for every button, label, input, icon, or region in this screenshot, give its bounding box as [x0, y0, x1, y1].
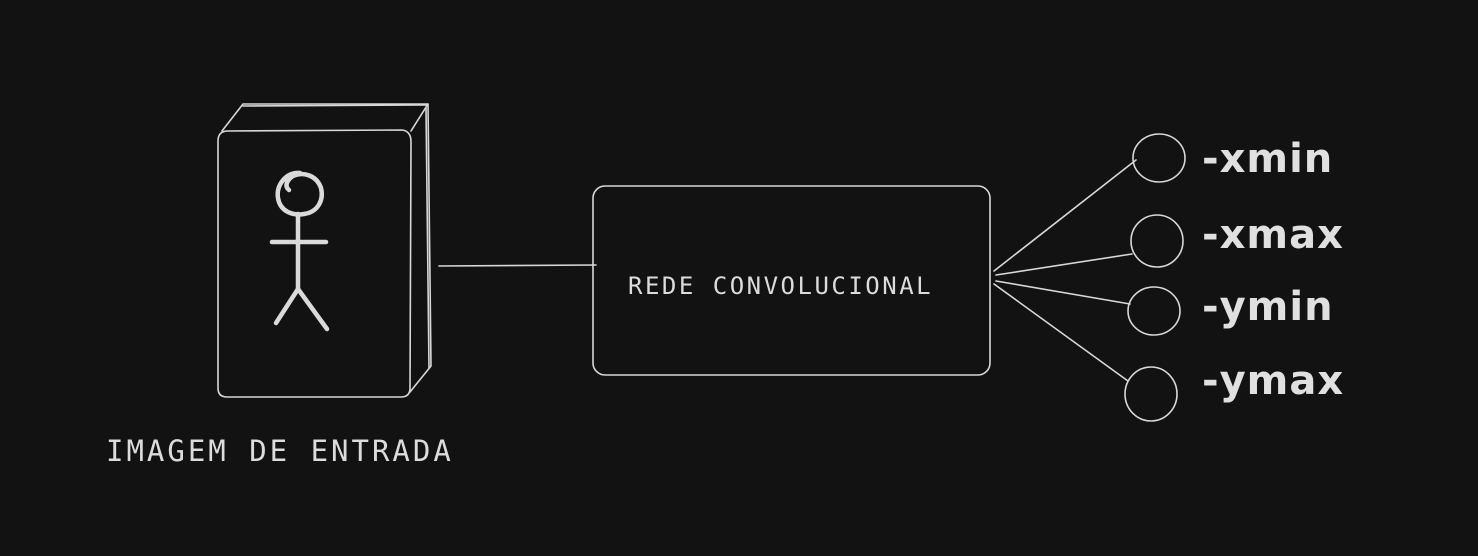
output-label-ymin: -ymin — [1202, 284, 1334, 330]
output-node-xmax — [1130, 214, 1184, 268]
stick-figure-icon — [269, 170, 330, 332]
output-label-xmin: -xmin — [1202, 136, 1334, 182]
output-label-xmax: -xmax — [1202, 212, 1344, 258]
output-node-ymax — [1124, 366, 1178, 422]
output-label-ymax: -ymax — [1202, 358, 1345, 404]
input-image-label: IMAGEM DE ENTRADA — [106, 434, 454, 468]
output-connectors — [993, 159, 1137, 382]
output-node-xmin — [1132, 133, 1186, 183]
network-box — [592, 185, 991, 376]
input-image-box — [217, 103, 432, 398]
output-node-ymin — [1127, 286, 1181, 336]
input-connector-line — [438, 264, 597, 267]
network-label: REDE CONVOLUCIONAL — [628, 272, 934, 300]
